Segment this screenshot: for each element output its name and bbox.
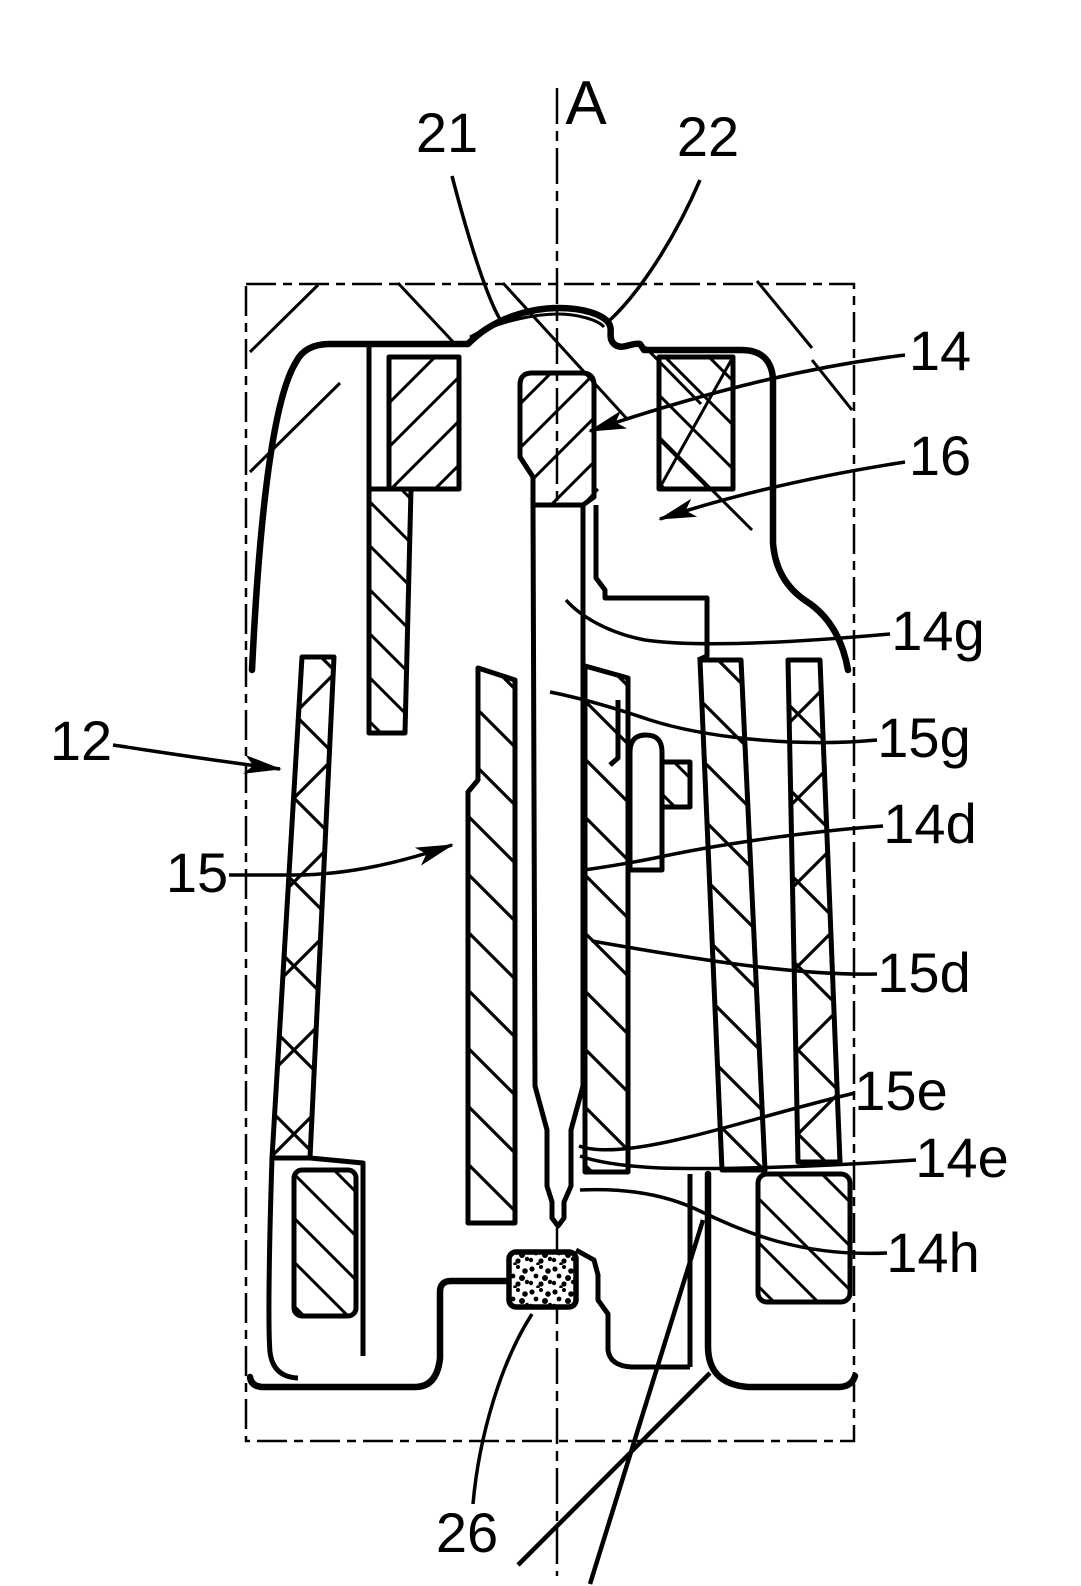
ref-label-14h: 14h bbox=[886, 1221, 979, 1284]
valve-assembly bbox=[246, 304, 859, 1585]
ref-label-14: 14 bbox=[909, 319, 971, 382]
leader-12 bbox=[112, 743, 282, 774]
ref-label-12: 12 bbox=[50, 709, 112, 772]
leader-15g bbox=[549, 690, 878, 745]
lower-housing-left-wall bbox=[266, 1157, 299, 1381]
lower-block-right bbox=[755, 1171, 853, 1305]
upper-gasket-left bbox=[386, 354, 462, 492]
leader-14e bbox=[579, 1154, 917, 1171]
leader-21 bbox=[450, 175, 503, 322]
ref-label-15g: 15g bbox=[877, 706, 970, 769]
ref-label-15e: 15e bbox=[854, 1059, 947, 1122]
lower-housing-left-plate bbox=[246, 1277, 513, 1391]
upper-gasket-right-crossline bbox=[657, 356, 735, 490]
spring-post-ledge bbox=[608, 700, 621, 767]
leader-22 bbox=[608, 179, 702, 322]
valve-stem-shank-needle bbox=[530, 502, 586, 1229]
dome-inner-line bbox=[469, 312, 606, 339]
leader-14h bbox=[579, 1187, 888, 1256]
ref-label-26: 26 bbox=[436, 1501, 498, 1564]
ref-label-15: 15 bbox=[166, 841, 228, 904]
phantom-boundary-box bbox=[244, 282, 856, 1443]
outer-sleeve-right bbox=[785, 657, 843, 1165]
housing-right-ledge bbox=[593, 505, 710, 663]
ref-label-15d: 15d bbox=[877, 941, 970, 1004]
ref-label-14e: 14e bbox=[915, 1126, 1008, 1189]
ref-label-14d: 14d bbox=[883, 792, 976, 855]
ref-label-21: 21 bbox=[416, 101, 478, 164]
ref-label-A: A bbox=[565, 69, 607, 138]
leader-16 bbox=[658, 460, 906, 521]
lower-cone-edge bbox=[587, 1219, 706, 1585]
leader-15d bbox=[591, 939, 878, 976]
leader-15 bbox=[229, 843, 454, 877]
inner-sleeve-right bbox=[697, 657, 768, 1173]
valve-stem-upper-body bbox=[517, 370, 597, 508]
leader-15e bbox=[578, 1091, 856, 1152]
leader-26 bbox=[471, 1313, 534, 1505]
spring-post bbox=[627, 732, 665, 873]
ref-label-16: 16 bbox=[909, 424, 971, 487]
lower-skirt-edge bbox=[516, 1371, 712, 1567]
leader-14 bbox=[588, 353, 906, 433]
outer-sleeve-left bbox=[269, 654, 337, 1161]
lower-housing-left-step bbox=[309, 1155, 366, 1356]
lower-block-left bbox=[291, 1167, 359, 1319]
leader-14d bbox=[583, 824, 884, 872]
ref-label-14g: 14g bbox=[891, 599, 984, 662]
bottom-seal-26 bbox=[506, 1249, 579, 1310]
seal-pocket-right-wall bbox=[574, 1247, 690, 1370]
spring-post-block bbox=[659, 759, 693, 810]
mounting-cup-outline bbox=[248, 304, 852, 674]
leader-14g bbox=[564, 598, 891, 646]
lower-housing-right-plate bbox=[704, 1170, 859, 1391]
housing-skirt-left bbox=[366, 486, 414, 736]
ref-label-22: 22 bbox=[677, 105, 739, 168]
inner-sleeve-left bbox=[465, 665, 518, 1226]
stem-skirt-right bbox=[582, 663, 631, 1175]
